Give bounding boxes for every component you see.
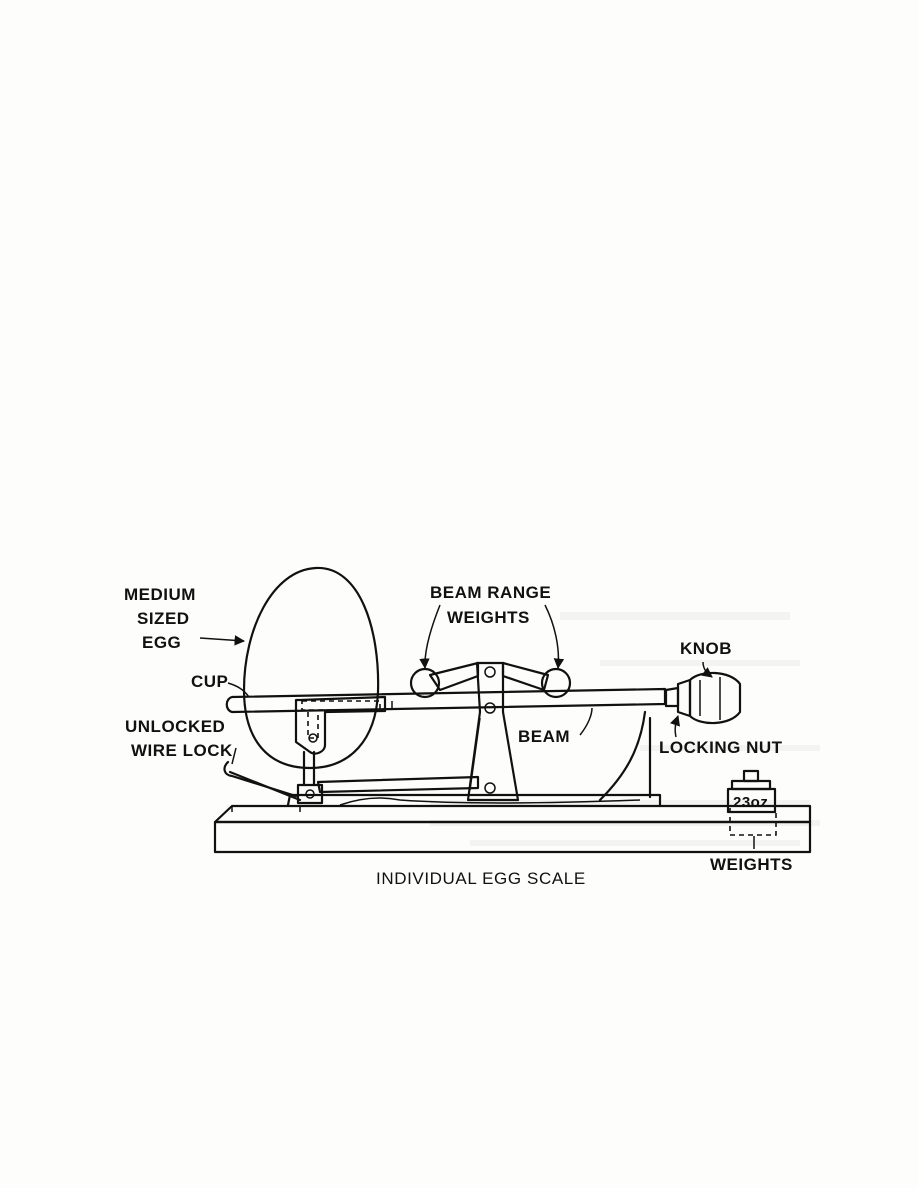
platform [286,793,662,807]
beam-support-curve [598,710,647,802]
weight-marking: 23oz [733,794,768,811]
leader-lines [199,604,755,849]
weights-block [726,769,777,836]
label-weights-bottom: WEIGHTS [710,855,793,874]
label-unlocked: UNLOCKED [125,717,225,736]
label-knob: KNOB [680,639,732,658]
label-locking-nut: LOCKING NUT [659,738,783,757]
knob-assembly [664,671,742,725]
label-wire-lock: WIRE LOCK [131,741,233,760]
medium-sized-egg [242,566,380,770]
wire-lock [223,760,302,802]
label-cup: CUP [191,672,228,691]
knob [688,671,742,725]
fulcrum-pillar [466,661,520,802]
label-weights-top: WEIGHTS [447,608,530,627]
scale-base [213,804,812,854]
lower-link-rod [316,775,480,794]
label-sized: SIZED [137,609,190,628]
label-beam: BEAM [518,727,570,746]
label-beam-range: BEAM RANGE [430,583,551,602]
figure-caption: INDIVIDUAL EGG SCALE [376,869,586,888]
label-egg: EGG [142,633,181,652]
cup-holder [294,695,387,755]
beam [225,687,667,714]
label-medium: MEDIUM [124,585,196,604]
cup-post [296,750,324,805]
